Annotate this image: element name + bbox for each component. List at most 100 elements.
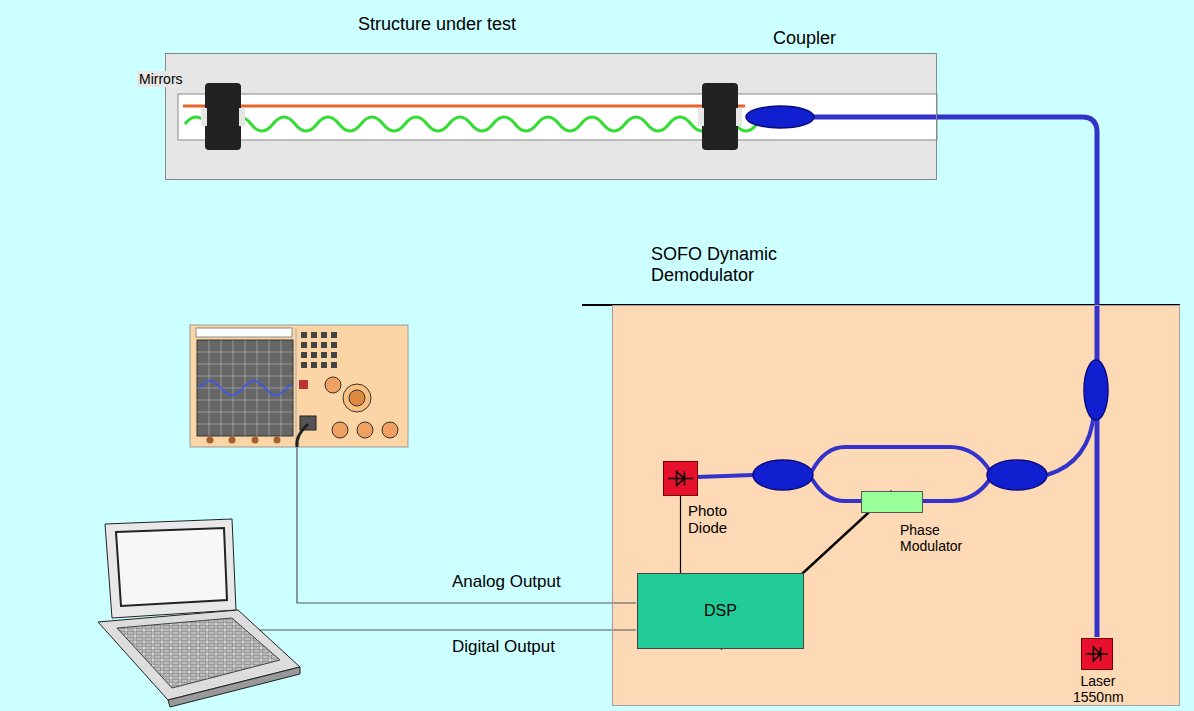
part-label: Mirrors: [137, 71, 185, 87]
oscilloscope: [311, 352, 317, 358]
oscilloscope: [301, 332, 337, 368]
oscilloscope: [331, 332, 337, 338]
oscilloscope: [301, 362, 307, 368]
optical-fiber: [697, 475, 753, 477]
fiber-coupler: [987, 460, 1047, 490]
oscilloscope: [301, 352, 307, 358]
fiber-coupler: [1084, 360, 1108, 420]
oscilloscope: [229, 437, 236, 444]
oscilloscope: [199, 381, 291, 395]
signal-connector: [680, 496, 681, 573]
dsp-box: DSP: [637, 573, 804, 649]
fiber-coupler: [753, 460, 813, 490]
oscilloscope: [197, 424, 293, 425]
mirror: [702, 83, 738, 150]
laptop: [98, 519, 300, 707]
oscilloscope: [274, 437, 281, 444]
oscilloscope: [301, 342, 307, 348]
node-title: SOFO Dynamic Demodulator: [651, 244, 791, 285]
oscilloscope: [311, 342, 317, 348]
reference-fiber: [183, 105, 745, 108]
laser-source: Laser 1550nm: [1081, 638, 1113, 670]
oscilloscope: [321, 342, 327, 348]
oscilloscope: [332, 422, 348, 438]
diode-symbol: [668, 472, 693, 486]
node-title: Laser 1550nm: [1073, 673, 1123, 705]
oscilloscope: [332, 422, 398, 438]
measurement-fiber: [185, 117, 757, 131]
phase-modulator: Phase Modulator: [861, 491, 923, 513]
mirror: [698, 83, 742, 150]
mirror: [201, 83, 245, 150]
diode-symbol: [1086, 647, 1108, 661]
node-title: DSP: [638, 574, 803, 648]
laptop: [98, 610, 300, 700]
structure-box: Structure under test: [165, 53, 937, 180]
oscilloscope: [252, 437, 259, 444]
mirror: [205, 83, 241, 150]
signal-label: Digital Output: [452, 637, 555, 657]
oscilloscope: [207, 437, 281, 444]
oscilloscope: [257, 340, 258, 436]
fiber-coupler: [746, 106, 1108, 490]
node-title: Photo Diode: [688, 502, 740, 537]
oscilloscope: [197, 340, 293, 436]
part-label: Coupler: [773, 28, 836, 49]
node-title: Phase Modulator: [900, 522, 980, 554]
oscilloscope: [190, 325, 408, 447]
signal-label: Analog Output: [452, 572, 561, 592]
oscilloscope: [301, 332, 307, 338]
oscilloscope: [331, 352, 337, 358]
mirror: [698, 108, 704, 126]
optical-fiber: [812, 117, 1097, 637]
oscilloscope: [321, 332, 327, 338]
laptop: [117, 618, 280, 688]
oscilloscope: [311, 332, 317, 338]
signal-wire: [297, 447, 636, 603]
oscilloscope: [349, 390, 365, 406]
oscilloscope: [197, 388, 293, 389]
oscilloscope: [269, 340, 270, 436]
oscilloscope: [197, 340, 293, 436]
fiber-coupler: [746, 106, 814, 128]
mirror: [239, 108, 245, 126]
oscilloscope: [281, 340, 282, 436]
signal-wire: [242, 629, 636, 630]
oscilloscope: [382, 422, 398, 438]
oscilloscope: [207, 437, 214, 444]
optical-fiber: [697, 117, 1097, 637]
oscilloscope: [299, 380, 308, 389]
diode-symbol: [664, 462, 697, 495]
oscilloscope: [321, 352, 327, 358]
measurement-fiber: [185, 117, 757, 131]
laptop: [116, 528, 227, 606]
oscilloscope: [190, 325, 408, 447]
oscilloscope: [321, 362, 327, 368]
oscilloscope: [325, 377, 341, 393]
oscilloscope: [331, 342, 337, 348]
oscilloscope: [197, 412, 293, 413]
demodulator-box: SOFO Dynamic DemodulatorPhoto DiodePhase…: [612, 305, 1180, 706]
signal-wire: [242, 447, 636, 630]
oscilloscope: [357, 422, 373, 438]
optical-fiber: [812, 447, 990, 471]
mirror: [201, 108, 207, 126]
oscilloscope: [343, 384, 371, 412]
photo-diode: Photo Diode: [663, 461, 698, 496]
node-title: Structure under test: [358, 14, 516, 35]
diode-symbol: [1082, 639, 1112, 669]
oscilloscope: [296, 328, 297, 445]
laptop: [105, 519, 236, 618]
mirror: [736, 108, 742, 126]
optical-fiber: [1047, 412, 1094, 475]
oscilloscope: [196, 328, 292, 337]
oscilloscope: [197, 400, 293, 401]
oscilloscope: [297, 424, 308, 447]
oscilloscope: [311, 362, 317, 368]
oscilloscope: [331, 362, 337, 368]
